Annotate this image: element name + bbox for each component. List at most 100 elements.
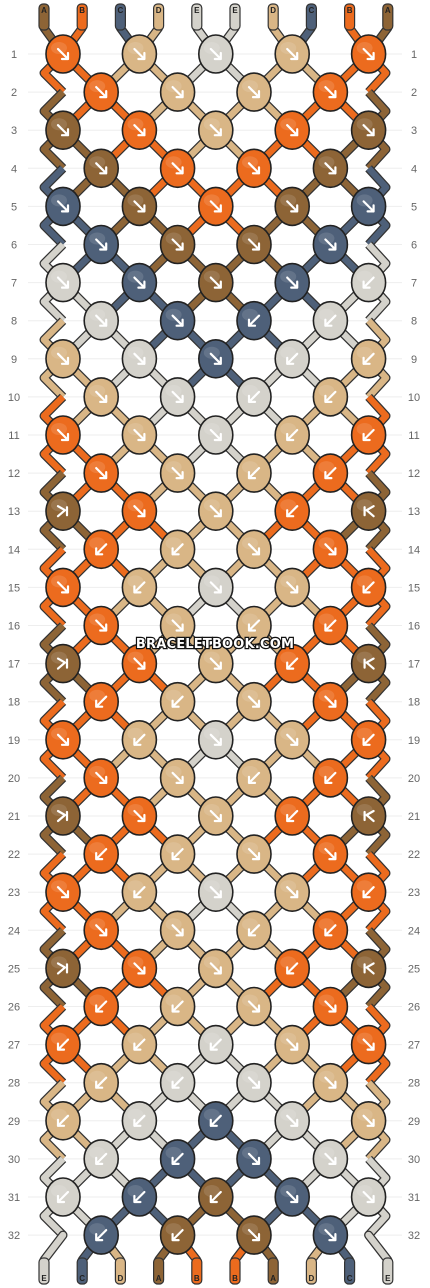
bottom-strand-letter: D <box>118 1274 124 1283</box>
knot-direction-arrow-icon <box>95 1000 108 1013</box>
top-strand-letter: A <box>41 6 47 15</box>
knot-direction-arrow-icon <box>247 1152 261 1166</box>
knot-direction-arrow-icon <box>247 847 261 861</box>
knot <box>83 148 119 189</box>
row-number-left: 21 <box>8 811 20 823</box>
knot <box>159 72 196 112</box>
knot <box>45 567 81 608</box>
knot <box>236 300 272 341</box>
row-number-right: 22 <box>408 849 420 861</box>
knot <box>274 110 311 150</box>
knot-direction-arrow-icon <box>95 924 108 937</box>
row-number-right: 12 <box>408 468 420 480</box>
knot-direction-arrow-icon <box>95 847 108 861</box>
knot <box>236 681 272 722</box>
knot-direction-arrow-icon <box>324 467 337 480</box>
bottom-strand-letter: A <box>270 1274 276 1283</box>
knot <box>159 834 196 874</box>
top-strand-letter: C <box>118 6 124 15</box>
knot <box>83 986 119 1027</box>
knot-direction-arrow-icon <box>171 314 184 327</box>
knot <box>159 148 196 189</box>
knot <box>312 453 349 493</box>
knot <box>159 1139 196 1179</box>
knot <box>236 224 272 265</box>
knot <box>236 1215 272 1255</box>
row-number-left: 26 <box>8 1002 20 1014</box>
row-number-left: 6 <box>11 240 17 252</box>
knot-direction-arrow-icon <box>95 1152 108 1166</box>
knot-direction-arrow-icon <box>324 543 337 556</box>
knot-direction-arrow-icon <box>362 352 375 365</box>
knot-direction-arrow-icon <box>133 200 146 213</box>
knot <box>350 948 387 989</box>
knot <box>236 148 272 189</box>
knot-direction-arrow-icon <box>171 390 184 403</box>
knot <box>45 1024 81 1065</box>
knot <box>312 148 349 189</box>
knot-direction-arrow-icon <box>56 352 70 365</box>
row-number-right: 11 <box>408 430 419 442</box>
knot-direction-arrow-icon <box>56 1190 70 1204</box>
row-number-left: 1 <box>11 49 17 61</box>
knot <box>198 719 234 760</box>
knot-direction-arrow-icon <box>133 733 146 746</box>
knot-direction-arrow-icon <box>56 657 69 670</box>
row-number-right: 30 <box>408 1154 420 1166</box>
knot <box>159 1215 196 1255</box>
knot <box>236 72 272 112</box>
knot-direction-arrow-icon <box>133 962 146 975</box>
knot-direction-arrow-icon <box>133 352 146 365</box>
knot-direction-arrow-icon <box>247 695 261 708</box>
knot-direction-arrow-icon <box>362 886 375 899</box>
knot-direction-arrow-icon <box>324 619 337 632</box>
knot <box>274 567 311 608</box>
knot <box>198 415 234 455</box>
row-number-right: 1 <box>411 49 417 61</box>
row-number-left: 19 <box>8 735 20 747</box>
knot-direction-arrow-icon <box>133 276 146 289</box>
knot-direction-arrow-icon <box>286 1114 299 1127</box>
bottom-strand-letter: E <box>41 1274 47 1283</box>
knot-direction-arrow-icon <box>363 809 375 823</box>
knot <box>83 1139 119 1179</box>
knot <box>236 377 272 417</box>
knot-direction-arrow-icon <box>324 238 337 251</box>
knot-direction-arrow-icon <box>286 886 299 899</box>
knot <box>159 681 196 722</box>
knot <box>121 491 158 532</box>
site-watermark: BRACELETBOOK.COM <box>136 637 294 652</box>
knot-direction-arrow-icon <box>324 162 337 175</box>
knot-direction-arrow-icon <box>95 619 108 632</box>
knot <box>274 34 311 74</box>
knot-direction-arrow-icon <box>324 1228 337 1242</box>
knot <box>350 1177 387 1217</box>
knot <box>45 491 81 532</box>
knot <box>198 796 234 836</box>
knot-direction-arrow-icon <box>209 200 222 213</box>
knot-direction-arrow-icon <box>362 1114 375 1127</box>
knot <box>312 910 349 951</box>
row-number-right: 26 <box>408 1002 420 1014</box>
knot <box>121 338 158 379</box>
knot <box>121 567 158 608</box>
knot-direction-arrow-icon <box>324 1152 337 1166</box>
knot <box>274 872 311 913</box>
knot-direction-arrow-icon <box>56 276 70 289</box>
row-number-left: 22 <box>8 849 20 861</box>
knot-direction-arrow-icon <box>56 581 70 594</box>
row-number-left: 31 <box>8 1192 20 1204</box>
knot <box>121 948 158 989</box>
knot-direction-arrow-icon <box>286 124 299 137</box>
knot-direction-arrow-icon <box>362 200 375 213</box>
knot-grid <box>45 34 387 1255</box>
knot <box>159 453 196 493</box>
bottom-strand-end: D <box>305 1257 317 1285</box>
knot-direction-arrow-icon <box>95 695 108 708</box>
knot-direction-arrow-icon <box>171 238 184 251</box>
knot-direction-arrow-icon <box>247 1228 261 1242</box>
knot-direction-arrow-icon <box>286 1190 299 1204</box>
row-number-left: 32 <box>8 1230 20 1242</box>
row-number-right: 32 <box>408 1230 420 1242</box>
knot <box>83 377 119 417</box>
